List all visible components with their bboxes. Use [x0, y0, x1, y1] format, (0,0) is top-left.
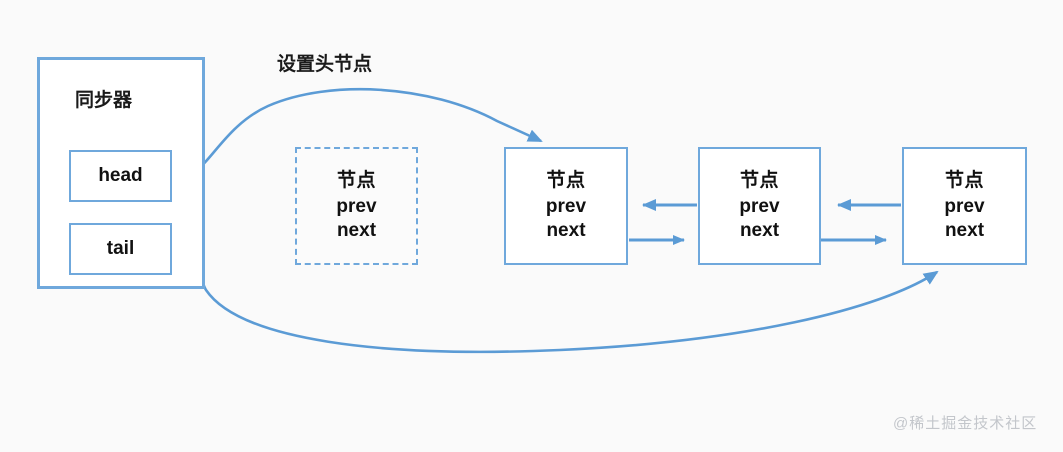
node-2-title: 节点: [739, 169, 779, 191]
node-placeholder: 节点 prev next: [295, 147, 418, 265]
node-placeholder-title: 节点: [336, 169, 376, 191]
synchronizer-slot-tail[interactable]: tail: [69, 223, 172, 275]
node-2-prev: prev: [739, 195, 780, 217]
node-3-next: next: [944, 220, 985, 242]
node-placeholder-prev: prev: [336, 195, 377, 217]
slot-tail-label: tail: [106, 238, 135, 259]
node-1-next: next: [546, 220, 586, 242]
diagram-caption: 设置头节点: [277, 54, 373, 75]
watermark: @稀土掘金技术社区: [893, 415, 1038, 432]
node-3-title: 节点: [944, 169, 984, 191]
slot-head-label: head: [98, 165, 143, 186]
node-3: 节点 prev next: [902, 147, 1027, 265]
connector-tail-to-node3: [171, 250, 939, 354]
node-2: 节点 prev next: [698, 147, 821, 265]
synchronizer-title: 同步器: [75, 90, 133, 111]
node-1-title: 节点: [546, 169, 586, 191]
node-placeholder-next: next: [336, 220, 377, 242]
synchronizer-slot-head[interactable]: head: [69, 150, 172, 202]
node-3-prev: prev: [944, 195, 985, 217]
node-1-prev: prev: [545, 195, 587, 217]
node-1: 节点 prev next: [504, 147, 628, 265]
node-2-next: next: [739, 220, 780, 242]
